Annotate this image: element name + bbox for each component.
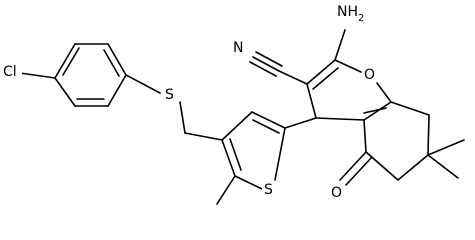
atom-label-s-thioether: S	[163, 86, 177, 104]
atom-label-nh2: NH2	[336, 3, 370, 27]
nitrile-triple-1	[252, 56, 280, 72]
pyran-ring	[306, 59, 392, 121]
nh2-subscript-text: 2	[358, 13, 364, 24]
atom-label-cl: Cl	[2, 63, 22, 81]
s-thiophene-text: S	[264, 182, 273, 198]
nitrile-triple-2	[255, 51, 283, 67]
nitrile-bond-link	[278, 70, 308, 85]
ketone-bond-1	[339, 151, 367, 181]
aryl-sulfur-bond	[125, 74, 161, 94]
thiophene-ring	[221, 111, 286, 190]
o-pyran-text: O	[364, 67, 375, 83]
n-nitrile-text: N	[233, 40, 243, 56]
cl-text: Cl	[3, 64, 17, 80]
sulfur-methylene-bond	[179, 101, 186, 134]
atom-label-o-ketone: O	[329, 184, 344, 202]
atom-label-s-thiophene: S	[262, 181, 276, 199]
nh2-text: NH2	[337, 4, 364, 24]
chlorophenyl-ring	[54, 43, 127, 107]
s-thioether-text: S	[165, 87, 174, 103]
o-ketone-text: O	[331, 185, 342, 201]
nh-text: NH	[337, 4, 358, 20]
amine-bond	[334, 29, 346, 61]
chemical-structure-diagram: Cl S S NH2 N O O	[2, 3, 465, 205]
gem-methyl-bond-2	[427, 154, 459, 179]
cl-bond	[19, 72, 56, 79]
thiophene-c4-bond	[284, 117, 317, 129]
methylene-thiophene-bond	[184, 132, 223, 141]
gem-methyl-bond-1	[427, 139, 465, 156]
thiophene-methyl-bond	[216, 175, 236, 205]
atom-label-n-nitrile: N	[231, 39, 245, 57]
ketone-bond-2	[345, 156, 373, 186]
atom-label-o-pyran: O	[362, 66, 376, 84]
nitrile-triple-3	[249, 61, 277, 77]
